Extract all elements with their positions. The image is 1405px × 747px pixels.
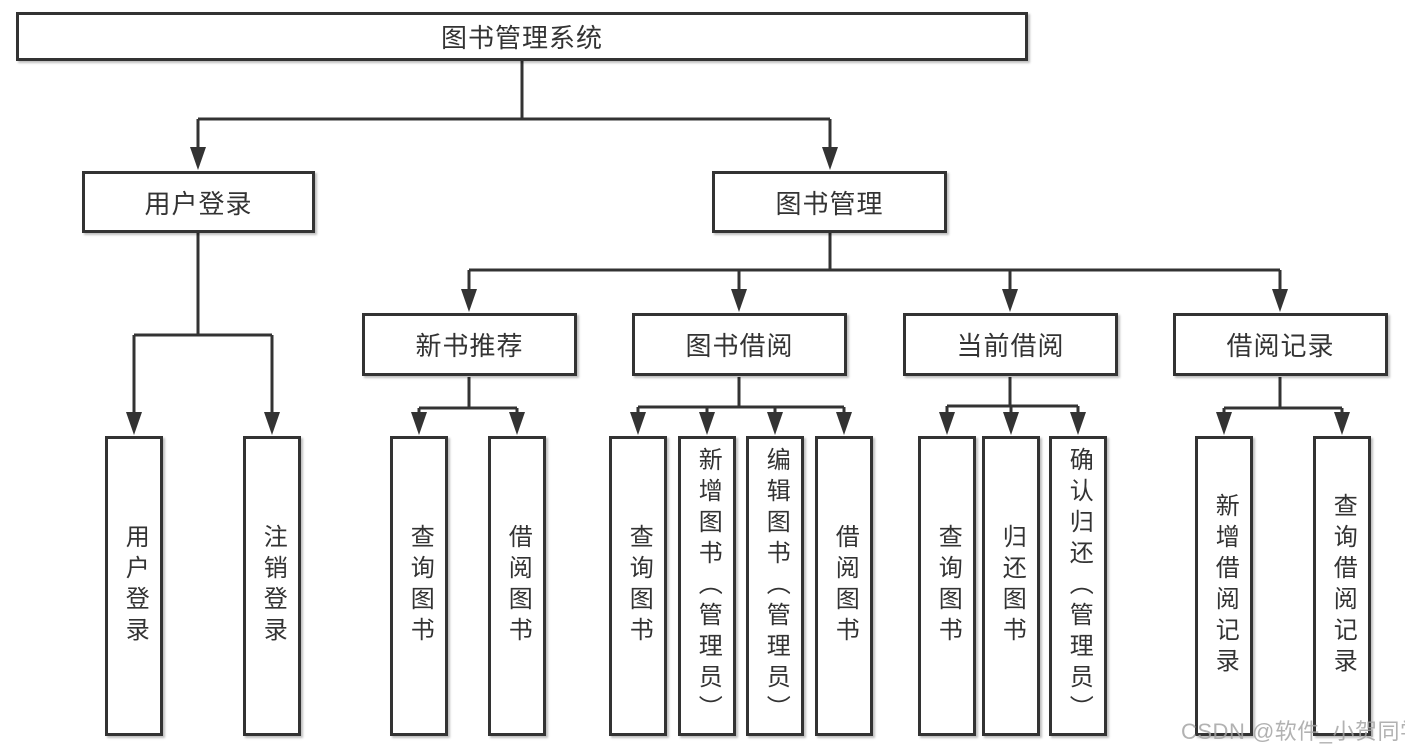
node-new-book-recommend: 新书推荐: [362, 313, 577, 376]
node-label: 查询图书: [934, 524, 962, 648]
node-query-borrow-record: 查询借阅记录: [1313, 436, 1371, 736]
connector-book-borrow-to-leaves: [636, 377, 846, 414]
node-label: 用户登录: [121, 524, 149, 648]
node-edit-book-admin: 编辑图书（管理员）: [746, 436, 804, 736]
node-label: 查询图书: [406, 524, 434, 648]
node-user-login-leaf: 用户登录: [105, 436, 163, 736]
node-query-books-2: 查询图书: [609, 436, 667, 736]
connector-user-login-to-leaves: [132, 233, 274, 414]
node-return-books: 归还图书: [982, 436, 1040, 736]
connector-current-borrow-to-leaves: [945, 377, 1080, 414]
node-add-book-admin: 新增图书（管理员）: [678, 436, 736, 736]
node-book-management-system: 图书管理系统: [16, 12, 1028, 61]
node-book-borrowing: 图书借阅: [632, 313, 847, 376]
node-label: 新增图书（管理员）: [694, 446, 722, 726]
node-current-borrowing: 当前借阅: [903, 313, 1118, 376]
node-add-borrow-record: 新增借阅记录: [1195, 436, 1253, 736]
connector-book-mgmt-to-level3: [467, 233, 1282, 293]
node-borrowing-records: 借阅记录: [1173, 313, 1388, 376]
node-query-books-3: 查询图书: [918, 436, 976, 736]
node-label: 查询借阅记录: [1329, 493, 1357, 679]
node-query-books-1: 查询图书: [390, 436, 448, 736]
node-book-management: 图书管理: [712, 171, 947, 233]
node-logout-leaf: 注销登录: [243, 436, 301, 736]
node-label: 新增借阅记录: [1211, 493, 1239, 679]
node-confirm-return-admin: 确认归还（管理员）: [1049, 436, 1107, 736]
watermark-text: CSDN @软件_小贺同学: [1181, 719, 1405, 744]
connector-new-book-rec-to-leaves: [417, 377, 519, 414]
node-user-login: 用户登录: [82, 171, 315, 233]
connector-borrow-record-to-leaves: [1222, 377, 1344, 414]
node-label: 编辑图书（管理员）: [762, 446, 790, 726]
node-label: 借阅图书: [504, 524, 532, 648]
node-borrow-books-1: 借阅图书: [488, 436, 546, 736]
node-label: 借阅图书: [831, 524, 859, 648]
node-label: 注销登录: [259, 524, 287, 648]
node-label: 确认归还（管理员）: [1065, 446, 1093, 726]
connector-root-to-level2: [196, 61, 832, 149]
node-label: 查询图书: [625, 524, 653, 648]
node-label: 归还图书: [998, 524, 1026, 648]
node-borrow-books-2: 借阅图书: [815, 436, 873, 736]
